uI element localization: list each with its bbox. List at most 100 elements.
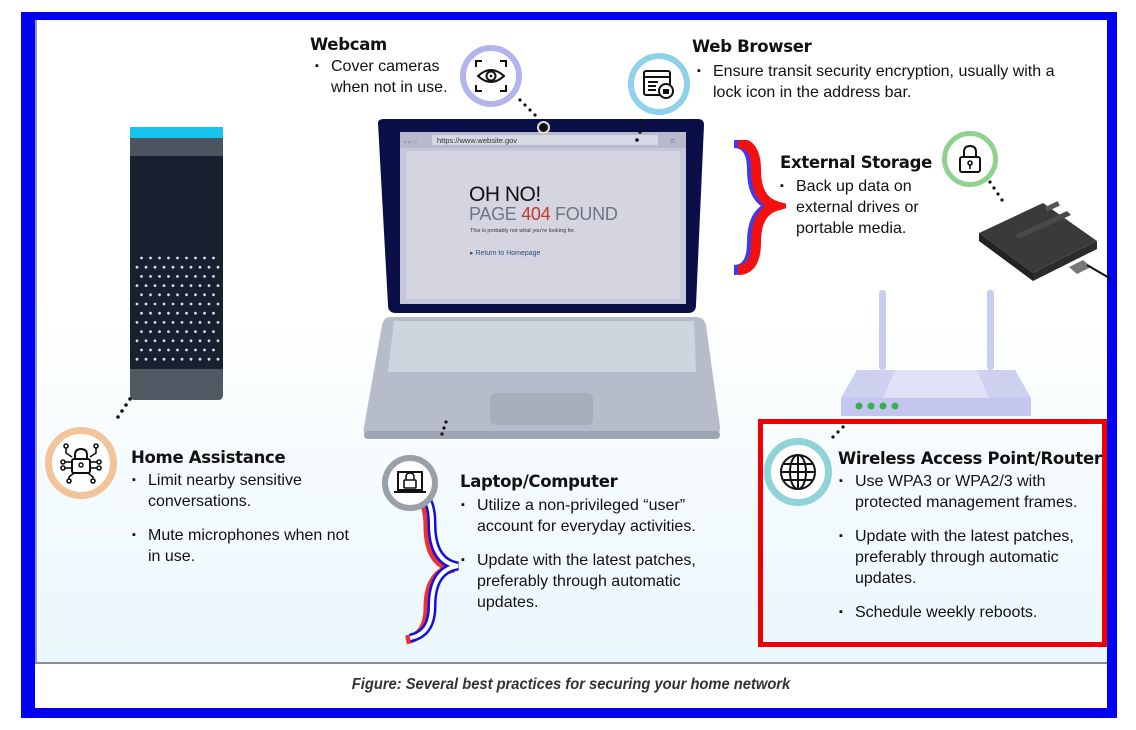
speaker-grille-dot <box>153 321 157 324</box>
speaker-grille-dot <box>153 284 157 287</box>
speaker-grille-dot <box>180 321 184 324</box>
speaker-grille-dot <box>149 311 152 315</box>
speaker-grille-dot <box>207 284 211 287</box>
speaker-grille-dot <box>144 284 148 287</box>
speaker-grille-dot <box>162 284 166 287</box>
speaker-grille-dot <box>203 311 206 315</box>
router-bubble <box>764 438 832 506</box>
speaker-grille-dot <box>149 256 152 260</box>
webcam-title: Webcam <box>310 35 387 54</box>
browser-nav-arrows-icon: ◂ ▸ c <box>403 139 418 146</box>
speaker-grille-dot <box>158 348 161 352</box>
laptop-bullets: Utilize a non-privileged “user” account … <box>459 495 739 613</box>
speaker-grille-dot <box>171 321 175 324</box>
speaker-grille-dot <box>176 256 179 260</box>
external-storage-bullet: Back up data on external drives or porta… <box>778 176 938 239</box>
eye-scan-icon <box>475 60 507 92</box>
speaker-grille-dot <box>135 321 139 324</box>
speaker-grille-dot <box>167 293 170 297</box>
speaker-grille-dot <box>203 275 206 278</box>
webcam-bubble <box>460 45 522 107</box>
storage-bubble <box>942 131 998 187</box>
speaker-grille-dot <box>198 321 202 324</box>
connector-dots-storage <box>988 180 1004 202</box>
laptop-bullet: Utilize a non-privileged “user” account … <box>459 495 739 537</box>
connector-dots-home <box>116 397 132 419</box>
router-bullet: Use WPA3 or WPA2/3 with protected manage… <box>837 471 1105 513</box>
speaker-grille-dot <box>212 275 215 278</box>
circuit-lock-icon <box>60 443 102 484</box>
return-homepage-link[interactable]: ▸ Return to Homepage <box>470 250 541 257</box>
speaker-grille-dot <box>212 311 215 315</box>
speaker-grille-dot <box>144 357 148 361</box>
return-homepage-label: Return to Homepage <box>475 250 541 257</box>
web-browser-bullet: Ensure transit security encryption, usua… <box>695 61 1055 103</box>
speaker-grille-dot <box>153 339 157 343</box>
globe-icon <box>780 454 816 490</box>
speaker-grille-dot <box>144 339 148 343</box>
router-illustration <box>841 290 1031 416</box>
speaker-grille-dot <box>176 275 179 278</box>
error-code: 404 <box>521 204 551 224</box>
external-storage-brace <box>733 140 786 275</box>
error-title-prefix: PAGE <box>469 204 522 224</box>
speaker-grille-dot <box>185 311 188 315</box>
speaker-grille-dot <box>162 357 166 361</box>
speaker-grille-dot <box>185 330 188 333</box>
speaker-grille-dot <box>189 265 193 269</box>
speaker-grille-dot <box>194 311 197 315</box>
laptop-bullet: Update with the latest patches, preferab… <box>459 550 739 613</box>
speaker-grille-dot <box>212 256 215 260</box>
speaker-grille-dot <box>176 330 179 333</box>
error-heading: OH NO! <box>469 183 541 206</box>
speaker-grille-dot <box>158 256 161 260</box>
speaker-grille-dot <box>140 348 143 352</box>
speaker-grille-dot <box>140 311 143 315</box>
error-subtext: This is probably not what you're looking… <box>470 228 576 234</box>
smart-speaker-illustration <box>130 127 223 400</box>
speaker-grille-dot <box>207 357 211 361</box>
speaker-grille-dot <box>153 302 157 306</box>
speaker-grille-dot <box>176 311 179 315</box>
speaker-grille-dot <box>162 339 166 343</box>
speaker-grille-dot <box>171 357 175 361</box>
speaker-grille-dot <box>176 348 179 352</box>
laptop-title: Laptop/Computer <box>460 472 618 491</box>
speaker-grille-dot <box>189 321 193 324</box>
web-browser-title: Web Browser <box>692 37 812 56</box>
external-storage-bullets: Back up data on external drives or porta… <box>778 176 938 239</box>
laptop-brace <box>404 486 460 645</box>
speaker-grille-dot <box>216 284 220 287</box>
speaker-grille-dot <box>194 348 197 352</box>
speaker-grille-dot <box>185 348 188 352</box>
webcam-bullets: Cover cameras when not in use. <box>313 56 463 98</box>
speaker-grille-dot <box>158 330 161 333</box>
speaker-grille-dot <box>198 284 202 287</box>
speaker-grille-dot <box>216 357 220 361</box>
speaker-grille-dot <box>140 275 143 278</box>
home-assistance-bullet: Mute microphones when not in use. <box>130 525 360 567</box>
speaker-grille-dot <box>171 302 175 306</box>
padlock-icon <box>959 144 981 173</box>
speaker-grille-dot <box>216 265 220 269</box>
speaker-grille-dot <box>135 339 139 343</box>
speaker-grille-dot <box>216 321 220 324</box>
speaker-grille-dot <box>149 348 152 352</box>
speaker-grille-dot <box>167 330 170 333</box>
speaker-grille-dot <box>167 256 170 260</box>
speaker-grille-dot <box>149 330 152 333</box>
speaker-grille-dot <box>162 265 166 269</box>
router-title: Wireless Access Point/Router <box>838 449 1102 468</box>
speaker-grille-dot <box>212 293 215 297</box>
browser-bubble <box>628 53 690 115</box>
speaker-grille-dot <box>153 265 157 269</box>
speaker-grille-dot <box>135 302 139 306</box>
speaker-grille-dot <box>171 284 175 287</box>
laptop-bubble <box>382 455 438 511</box>
speaker-grille-dot <box>185 275 188 278</box>
browser-menu-icon[interactable]: ≡ <box>670 136 676 146</box>
browser-address-bar[interactable]: https://www.website.gov <box>437 136 518 145</box>
speaker-grille-dot <box>180 284 184 287</box>
external-storage-title: External Storage <box>780 153 932 172</box>
speaker-grille-dot <box>144 265 148 269</box>
